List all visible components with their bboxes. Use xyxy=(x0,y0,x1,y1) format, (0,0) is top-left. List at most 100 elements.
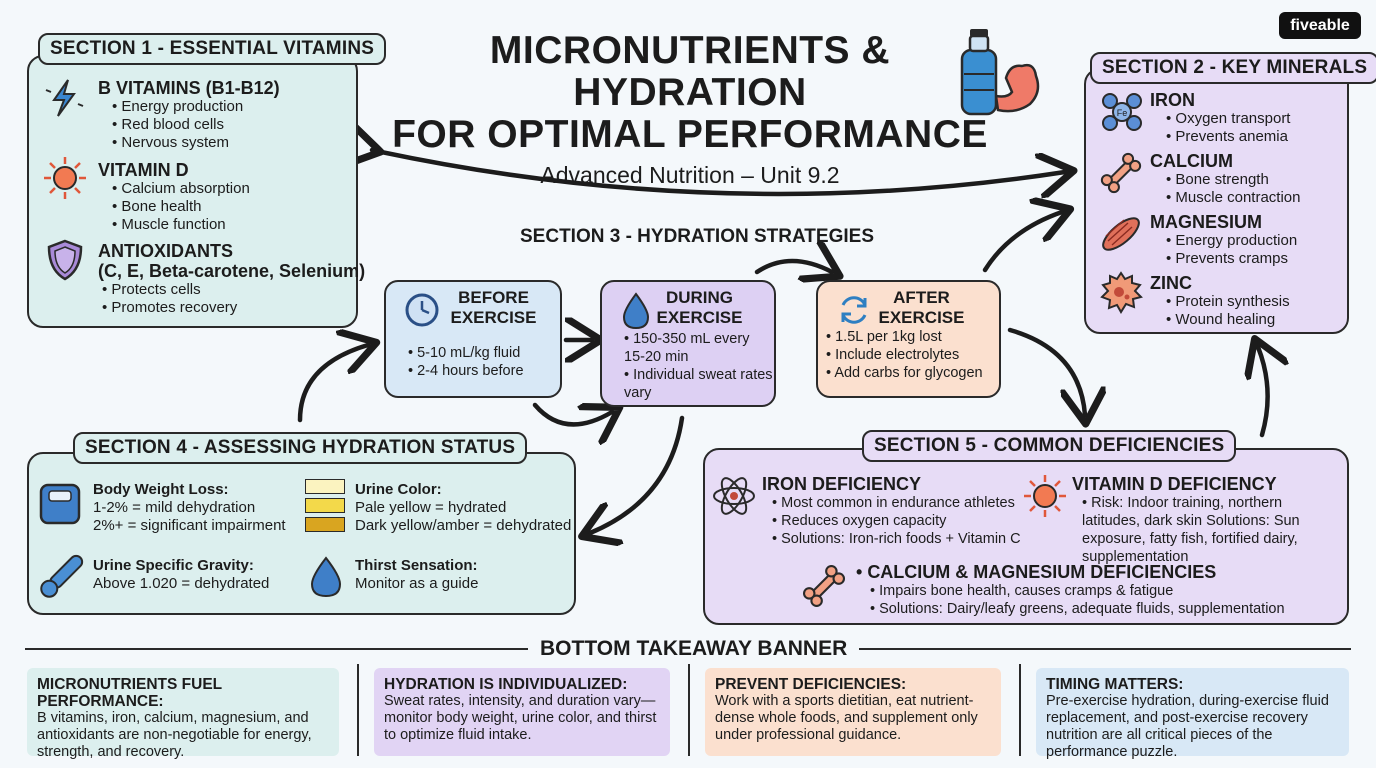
list-item: Bone health xyxy=(112,198,250,216)
calcium-magnesium-title-text: CALCIUM & MAGNESIUM DEFICIENCIES xyxy=(867,562,1217,582)
magnesium-title: MAGNESIUM xyxy=(1150,212,1262,232)
water-bottle-muscle-icon xyxy=(960,29,1040,116)
banner-separator xyxy=(688,664,690,756)
calcium-magnesium-deficiency-block: • CALCIUM & MAGNESIUM DEFICIENCIES Impai… xyxy=(856,562,1285,618)
list-item: Protects cells xyxy=(102,281,365,299)
antioxidants-subtitle: (C, E, Beta-carotene, Selenium) xyxy=(98,261,366,281)
vitamin-d-deficiency-block: VITAMIN D DEFICIENCY Risk: Indoor traini… xyxy=(1072,474,1342,566)
vitamin-d-group: VITAMIN D Calcium absorption Bone health… xyxy=(98,160,250,234)
iron-group: IRON Oxygen transport Prevents anemia xyxy=(1150,90,1290,146)
during-exercise-card: DURING EXERCISE 150-350 mL every 15-20 m… xyxy=(600,280,776,407)
shield-icon xyxy=(47,239,83,281)
banner-separator xyxy=(357,664,359,756)
before-title-line1: BEFORE xyxy=(458,288,529,307)
weight-loss-line: 1-2% = mild dehydration xyxy=(93,499,256,516)
arrow-after-section5 xyxy=(1007,327,1085,415)
list-item: Reduces oxygen capacity xyxy=(772,512,1021,530)
section4-tag: SECTION 4 - ASSESSING HYDRATION STATUS xyxy=(73,432,528,464)
magnesium-group: MAGNESIUM Energy production Prevents cra… xyxy=(1150,212,1297,268)
takeaway-title: HYDRATION IS INDIVIDUALIZED: xyxy=(384,676,628,693)
water-drop-icon xyxy=(622,292,650,330)
takeaway-deficiencies: PREVENT DEFICIENCIES: Work with a sports… xyxy=(705,668,1001,756)
header: MICRONUTRIENTS & HYDRATION FOR OPTIMAL P… xyxy=(380,30,1000,190)
list-item: Energy production xyxy=(112,98,280,116)
list-item: Nervous system xyxy=(112,134,280,152)
vitamin-d-title: VITAMIN D xyxy=(98,160,189,180)
swatch-pale xyxy=(305,479,345,494)
arrow-during-after-top xyxy=(754,261,832,272)
arrow-section1-section2 xyxy=(372,150,1065,194)
takeaway-title: PREVENT DEFICIENCIES: xyxy=(715,676,907,693)
takeaway-micronutrients: MICRONUTRIENTS FUEL PERFORMANCE: B vitam… xyxy=(27,668,339,760)
sun-deficiency-icon xyxy=(1024,475,1066,517)
list-item: Prevents cramps xyxy=(1166,250,1297,268)
list-item: 150-350 mL every 15-20 min xyxy=(624,330,774,366)
urine-color-title: Urine Color: xyxy=(355,481,442,498)
section5-tag: SECTION 5 - COMMON DEFICIENCIES xyxy=(862,430,1237,462)
list-item: 5-10 mL/kg fluid xyxy=(408,344,524,362)
iron-molecule-icon: Fe xyxy=(1102,93,1142,131)
list-item: Muscle contraction xyxy=(1166,189,1300,207)
section2-tag: SECTION 2 - KEY MINERALS xyxy=(1090,52,1376,84)
list-item: Promotes recovery xyxy=(102,299,365,317)
list-item: Solutions: Iron-rich foods + Vitamin C xyxy=(772,530,1021,548)
page-title-line2: FOR OPTIMAL PERFORMANCE xyxy=(392,113,988,156)
arrow-section5-section2 xyxy=(1258,347,1268,438)
after-title-line1: AFTER xyxy=(893,288,950,307)
bone-deficiency-icon xyxy=(802,564,846,608)
takeaway-text: Pre-exercise hydration, during-exercise … xyxy=(1046,693,1329,760)
zinc-title: ZINC xyxy=(1150,273,1192,293)
thermometer-icon xyxy=(40,554,84,598)
after-exercise-card: AFTER EXERCISE 1.5L per 1kg lost Include… xyxy=(816,280,1001,398)
lightning-icon xyxy=(45,79,84,117)
list-item: Most common in endurance athletes xyxy=(772,494,1021,512)
bone-icon xyxy=(1100,152,1142,194)
page-subtitle: Advanced Nutrition – Unit 9.2 xyxy=(540,162,840,188)
thirst-title: Thirst Sensation: xyxy=(355,557,478,574)
list-item: Add carbs for glycogen xyxy=(826,364,982,382)
list-item: Muscle function xyxy=(112,216,250,234)
list-item: Solutions: Dairy/leafy greens, adequate … xyxy=(870,600,1284,618)
section1-tag: SECTION 1 - ESSENTIAL VITAMINS xyxy=(38,33,387,65)
list-item: 2-4 hours before xyxy=(408,362,523,380)
takeaway-hydration: HYDRATION IS INDIVIDUALIZED: Sweat rates… xyxy=(374,668,670,756)
page-title-line1: MICRONUTRIENTS & HYDRATION xyxy=(489,29,891,114)
calcium-magnesium-title: • CALCIUM & MAGNESIUM DEFICIENCIES xyxy=(856,562,1217,582)
sun-icon xyxy=(44,157,86,199)
scale-icon xyxy=(39,483,81,525)
takeaway-text: Work with a sports dietitian, eat nutrie… xyxy=(715,693,978,743)
list-item: Impairs bone health, causes cramps & fat… xyxy=(870,582,1285,600)
specific-gravity-block: Urine Specific Gravity: Above 1.020 = de… xyxy=(93,557,269,593)
brand-name: fiveable xyxy=(1290,17,1350,34)
arrow-after-section2 xyxy=(982,212,1062,273)
iron-deficiency-title: IRON DEFICIENCY xyxy=(762,474,922,494)
iron-title: IRON xyxy=(1150,90,1195,110)
takeaway-text: B vitamins, iron, calcium, magnesium, an… xyxy=(37,710,312,760)
urine-color-block: Urine Color: Pale yellow = hydrated Dark… xyxy=(355,481,571,535)
b-vitamins-title: B VITAMINS (B1-B12) xyxy=(98,78,280,98)
takeaway-timing: TIMING MATTERS: Pre-exercise hydration, … xyxy=(1036,668,1349,760)
list-item: Protein synthesis xyxy=(1166,293,1289,311)
brand-badge[interactable]: fiveable xyxy=(1279,12,1361,39)
thirst-drop-icon xyxy=(310,556,342,598)
takeaway-text: Sweat rates, intensity, and duration var… xyxy=(384,693,657,743)
iron-symbol: Fe xyxy=(1117,108,1128,118)
specific-gravity-title: Urine Specific Gravity: xyxy=(93,557,254,574)
during-title-line1: DURING xyxy=(665,288,734,307)
banner-title: BOTTOM TAKEAWAY BANNER xyxy=(528,636,860,662)
vitamin-d-deficiency-title: VITAMIN D DEFICIENCY xyxy=(1072,474,1277,494)
during-title-line2: EXERCISE xyxy=(656,308,743,327)
weight-loss-title: Body Weight Loss: xyxy=(93,481,229,498)
muscle-fiber-icon xyxy=(1102,217,1140,251)
urine-color-line: Dark yellow/amber = dehydrated xyxy=(355,517,572,534)
list-item: Risk: Indoor training, northern latitude… xyxy=(1082,494,1342,566)
takeaway-title: TIMING MATTERS: xyxy=(1046,676,1184,693)
arrow-before-during-low xyxy=(532,402,612,424)
arrow-during-section4 xyxy=(590,415,685,533)
list-item: 1.5L per 1kg lost xyxy=(826,328,983,346)
list-item: Individual sweat rates vary xyxy=(624,366,774,402)
urine-color-line: Pale yellow = hydrated xyxy=(355,499,507,516)
b-vitamins-group: B VITAMINS (B1-B12) Energy production Re… xyxy=(98,78,280,152)
before-exercise-card: BEFORE EXERCISE 5-10 mL/kg fluid 2-4 hou… xyxy=(384,280,562,398)
section3-heading: SECTION 3 - HYDRATION STRATEGIES xyxy=(520,226,874,247)
